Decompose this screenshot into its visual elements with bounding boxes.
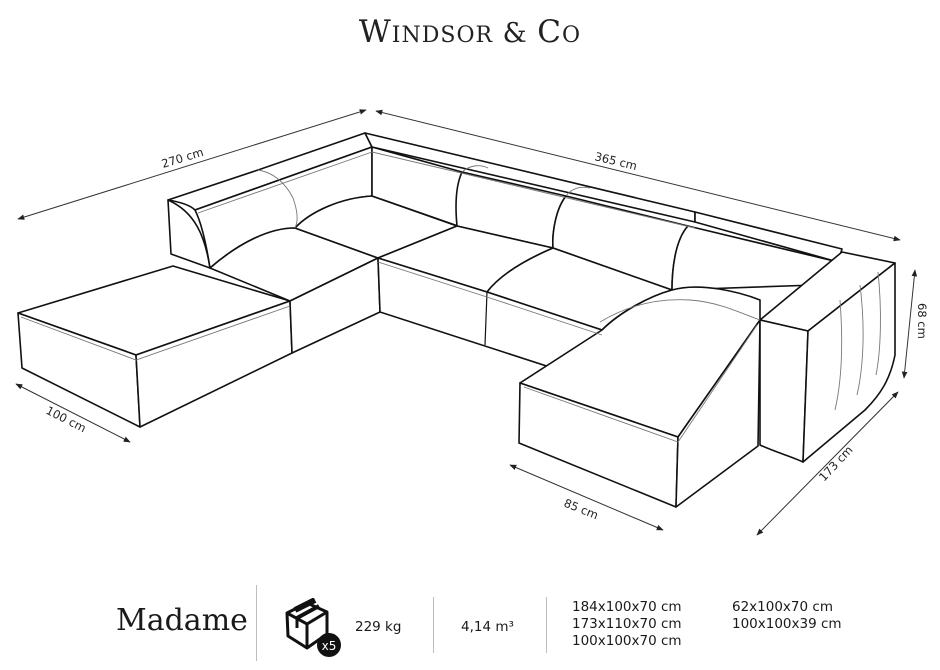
separator	[546, 597, 547, 653]
dim-label-365: 365 cm	[593, 149, 638, 173]
volume-value: 4,14 m³	[461, 619, 514, 635]
dim-line-173	[756, 391, 899, 536]
brand-letter-o: O	[562, 23, 582, 48]
brand-letter-w: W	[358, 14, 392, 50]
module-size: 100x100x70 cm	[572, 633, 682, 649]
dim-line-68	[901, 269, 918, 379]
dim-label-68: 68 cm	[915, 303, 929, 339]
dim-line-100	[15, 383, 131, 443]
right-ottoman-top	[519, 286, 761, 438]
dimension-lines	[15, 109, 918, 536]
brand-letter-c: C	[537, 14, 563, 50]
right-arm-side	[802, 262, 896, 463]
sofa-outline	[17, 132, 896, 508]
dim-label-85: 85 cm	[562, 496, 600, 522]
right-ottoman-side	[675, 319, 761, 508]
dim-line-365	[375, 109, 901, 242]
product-name: Madame	[116, 603, 248, 638]
dim-label-100: 100 cm	[44, 403, 89, 435]
module-size: 62x100x70 cm	[732, 599, 833, 615]
right-backrest	[671, 225, 839, 291]
brand-ampersand: &	[502, 18, 528, 49]
dim-line-270	[17, 109, 367, 220]
module-size: 173x110x70 cm	[572, 616, 682, 632]
right-arm-front	[759, 319, 809, 463]
module-sizes-col1: 184x100x70 cm 173x110x70 cm 100x100x70 c…	[572, 599, 682, 650]
dim-line-85	[509, 464, 664, 531]
dim-label-173: 173 cm	[816, 443, 856, 484]
module-size: 100x100x39 cm	[732, 616, 842, 632]
sofa-seams	[20, 151, 881, 443]
seat-seam	[484, 291, 488, 346]
module-sizes-col2: 62x100x70 cm 100x100x39 cm	[732, 599, 842, 633]
separator	[256, 585, 257, 661]
module-size: 184x100x70 cm	[572, 599, 682, 615]
separator	[433, 597, 434, 653]
weight-value: 229 kg	[355, 619, 402, 635]
brand-indsor: INDSOR	[391, 23, 494, 48]
package-count: x5	[322, 639, 337, 653]
box-package-icon: x5	[285, 598, 341, 657]
brand-logo: WINDSOR & CO	[0, 14, 940, 50]
